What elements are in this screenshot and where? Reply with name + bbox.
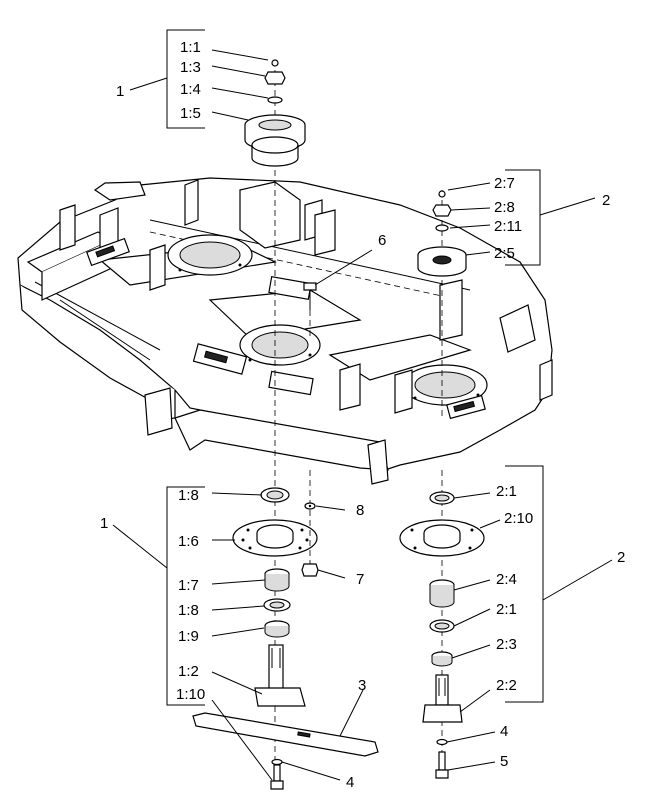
blade-3 [192, 712, 379, 757]
callout-1-5: 1:5 [180, 105, 201, 122]
callout-2-1b: 2:1 [496, 601, 517, 618]
callout-1-4: 1:4 [180, 81, 201, 98]
callout-4b: 4 [500, 723, 508, 740]
callout-5: 5 [500, 753, 508, 770]
spindle-2-lower-parts [399, 470, 485, 779]
callout-1-7: 1:7 [178, 577, 199, 594]
spindle-2-upper-parts [417, 190, 467, 420]
callout-7: 7 [356, 571, 364, 588]
spindle-1-lower-parts [232, 470, 318, 790]
callout-leaders [112, 29, 613, 781]
mower-deck [17, 177, 553, 485]
callout-2-8: 2:8 [494, 199, 515, 216]
callout-1-2: 1:2 [178, 663, 199, 680]
callout-1-1: 1:1 [180, 39, 201, 56]
callout-1-8b: 1:8 [178, 602, 199, 619]
bolt-6 [303, 282, 317, 340]
washer-8-and-nut-7 [301, 470, 319, 577]
callout-group1-top: 1 [116, 83, 124, 100]
callout-2-10: 2:10 [504, 510, 533, 527]
callout-1-8a: 1:8 [178, 487, 199, 504]
callout-labels: 1 1:1 1:3 1:4 1:5 2 2:7 2:8 2:11 2:5 6 1… [100, 39, 625, 791]
callout-2-3: 2:3 [496, 636, 517, 653]
callout-2-11: 2:11 [494, 218, 522, 235]
callout-1-6: 1:6 [178, 533, 199, 550]
callout-3: 3 [358, 677, 366, 694]
callout-8: 8 [356, 502, 364, 519]
callout-group2-bottom: 2 [617, 549, 625, 566]
callout-1-10: 1:10 [176, 686, 205, 703]
callout-6: 6 [378, 232, 386, 249]
callout-2-4: 2:4 [496, 571, 517, 588]
callout-4a: 4 [346, 774, 354, 791]
callout-1-3: 1:3 [180, 59, 201, 76]
callout-2-1a: 2:1 [496, 483, 517, 500]
spindle-1-upper-parts [244, 59, 306, 470]
callout-2-2: 2:2 [496, 677, 517, 694]
callout-group1-bottom: 1 [100, 515, 108, 532]
callout-group2-top: 2 [602, 192, 610, 209]
callout-2-5: 2:5 [494, 245, 515, 262]
callout-2-7: 2:7 [494, 175, 515, 192]
callout-1-9: 1:9 [178, 628, 199, 645]
